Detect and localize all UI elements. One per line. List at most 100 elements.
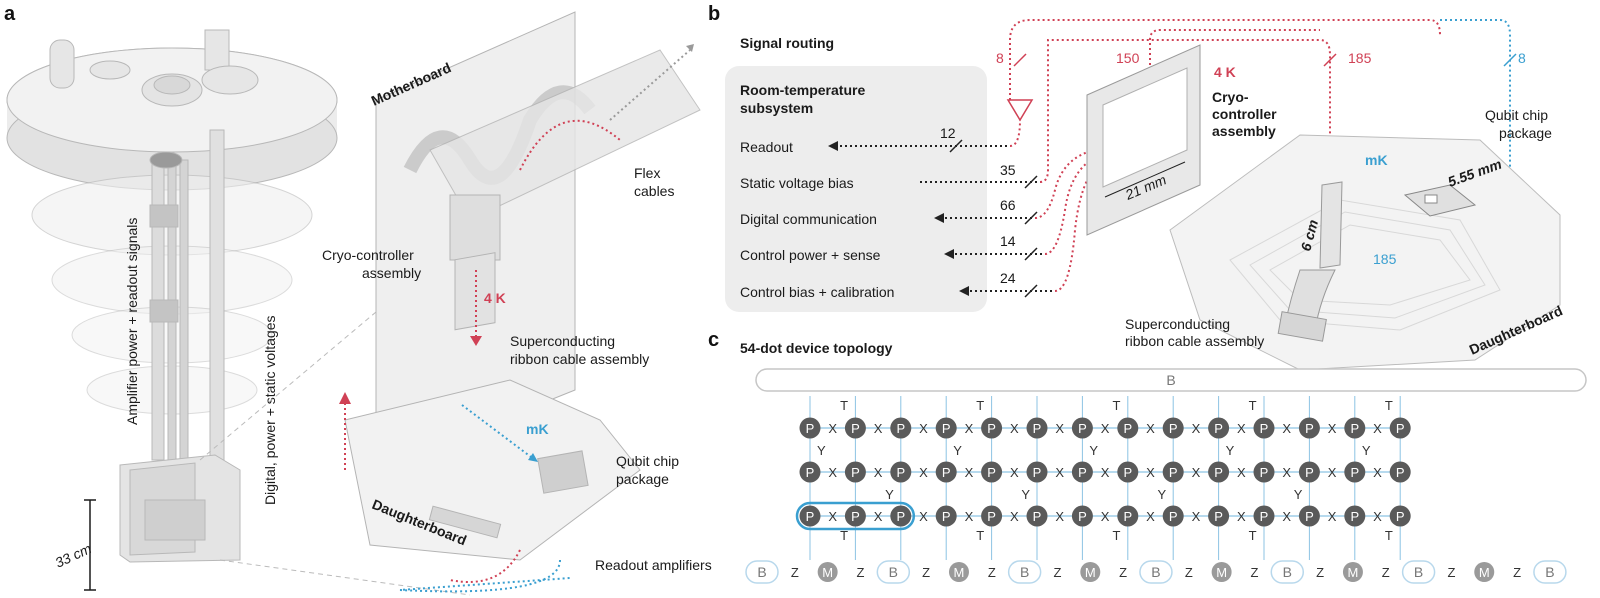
plunger-dot-label: P [1123,465,1132,480]
signal-count-control-bias: 24 [1000,270,1016,286]
signal-label-digital-communication: Digital communication [740,211,877,227]
plunger-dot [1344,505,1366,527]
plunger-dot [1298,417,1320,439]
plunger-dot [1162,505,1184,527]
sensor-dot [817,562,838,582]
rt-subsystem-title-line2: subsystem [740,100,813,116]
sensor-barrier-label: B [1020,564,1029,580]
dim-6cm-label: 6 cm [1297,218,1321,253]
sensor-z-gate-label: Z [922,565,930,580]
topology-title: 54-dot device topology [740,340,893,356]
plunger-dot-label: P [1305,509,1314,524]
exchange-gate-label: X [1373,509,1382,524]
rt-subsystem-title-line1: Room-temperature [740,82,865,98]
plunger-dot [1117,417,1139,439]
plunger-dot [1162,461,1184,483]
ribbon-label-a-line2: ribbon cable assembly [510,351,649,367]
room-temperature-subsystem-box [725,66,987,312]
exchange-gate-label: X [965,465,974,480]
plunger-dot [844,461,866,483]
tunnel-gate-label: T [1249,398,1257,413]
signal-label-control-bias: Control bias + calibration [740,284,894,300]
plunger-dot [1208,417,1230,439]
panel-c-label: c [708,329,719,351]
fridge-label-digital: Digital, power + static voltages [262,316,278,505]
qubit-package-label-a-line2: package [616,471,669,487]
sensor-dot-label: M [1216,565,1227,580]
plunger-dot-label: P [1033,421,1042,436]
sensor-dot [948,562,969,582]
exchange-gate-label: X [1010,509,1019,524]
tunnel-gate-label: T [1249,528,1257,543]
flex-cables-label-line1: Flex [634,165,660,181]
plunger-dot-label: P [806,421,815,436]
exchange-gate-label: X [1055,465,1064,480]
y-gate-label: Y [1294,487,1303,502]
sensor-z-gate-label: Z [1382,565,1390,580]
signal-label-readout: Readout [740,139,793,155]
sensor-dot [1474,562,1495,582]
ribbon-label-a-line1: Superconducting [510,333,615,349]
plunger-dot-label: P [1169,509,1178,524]
top-barrier-label: B [1166,372,1175,388]
sensor-dot-label: M [822,565,833,580]
tunnel-gate-label: T [976,528,984,543]
sensor-dot-label: M [1085,565,1096,580]
plunger-dot-label: P [1396,421,1405,436]
sensor-barrier-gate [1270,560,1305,584]
sensor-barrier-gate [1007,560,1042,584]
plunger-dot-label: P [942,465,951,480]
sensor-dot [1211,562,1232,582]
plunger-dot [799,461,821,483]
exchange-gate-label: X [965,421,974,436]
plunger-dot-label: P [1123,509,1132,524]
plunger-dot-label: P [806,465,815,480]
exchange-gate-label: X [1237,509,1246,524]
cryo-label-line1: Cryo- [1212,89,1249,105]
plunger-dot-label: P [1350,421,1359,436]
signal-routing-title: Signal routing [740,35,834,51]
exchange-gate-label: X [874,509,883,524]
dilution-refrigerator-illustration [6,29,338,563]
sensor-barrier-label: B [1283,564,1292,580]
y-gate-label: Y [1158,487,1167,502]
plunger-dot [981,461,1003,483]
exchange-gate-label: X [1192,421,1201,436]
plunger-dot-label: P [896,509,905,524]
exchange-gate-label: X [919,465,928,480]
count-185-top: 185 [1348,50,1372,66]
daughterboard-illustration [1169,134,1561,371]
flex-cables-label-line2: cables [634,183,674,199]
sensor-dot-label: M [1348,565,1359,580]
plunger-dot [1026,417,1048,439]
height-scale-bar [84,499,96,591]
signal-count-static-voltage: 35 [1000,162,1016,178]
exchange-gate-label: X [1328,509,1337,524]
tunnel-gate-label: T [840,528,848,543]
plunger-dot [1298,461,1320,483]
sensor-dot [1342,562,1363,582]
plunger-dot-label: P [1214,421,1223,436]
ribbon-label-b-line2: ribbon cable assembly [1125,333,1264,349]
sensor-z-gate-label: Z [1316,565,1324,580]
plunger-dot-label: P [987,509,996,524]
plunger-dot [1117,505,1139,527]
sensor-z-gate-label: Z [1447,565,1455,580]
readout-amplifiers-label: Readout amplifiers [595,557,712,573]
sensor-barrier-gate [745,560,779,584]
exchange-gate-label: X [1101,421,1110,436]
plunger-dot [1344,461,1366,483]
sensor-z-gate-label: Z [1119,565,1127,580]
plunger-dot [1344,417,1366,439]
y-gate-label: Y [1089,443,1098,458]
tunnel-gate-label: T [840,398,848,413]
plunger-dot-label: P [1033,465,1042,480]
plunger-dot [1253,505,1275,527]
exchange-gate-label: X [1101,465,1110,480]
y-gate-label: Y [1226,443,1235,458]
signal-count-control-power: 14 [1000,233,1016,249]
plunger-dot-label: P [1260,509,1269,524]
plunger-dot [844,417,866,439]
temp-4k-label-b: 4 K [1214,64,1236,80]
